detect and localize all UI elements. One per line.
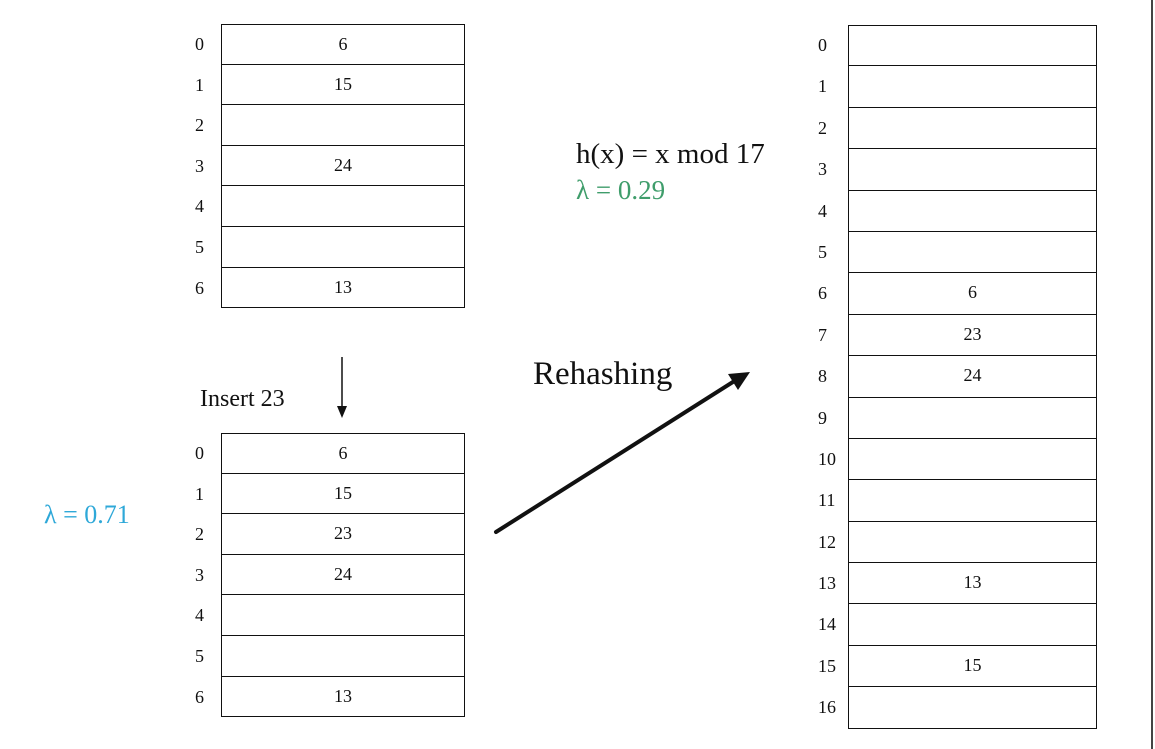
slot-cell <box>221 226 465 268</box>
slot-cell <box>221 105 465 146</box>
right-border-line <box>1151 0 1153 749</box>
slot-cell <box>848 521 1097 564</box>
slot-cell <box>848 480 1097 522</box>
load-factor-new-label: λ = 0.29 <box>576 175 666 205</box>
slot-index: 5 <box>818 241 827 262</box>
slot-index: 4 <box>818 200 827 221</box>
slot-index: 3 <box>818 159 827 180</box>
slot-index: 8 <box>818 366 827 387</box>
slot-cell <box>848 25 1097 67</box>
load-factor-old-label: λ = 0.71 <box>44 500 130 529</box>
slot-index: 4 <box>195 196 204 217</box>
slot-index: 1 <box>195 74 204 95</box>
slot-index: 0 <box>818 35 827 55</box>
slot-index: 12 <box>818 531 836 552</box>
slot-cell <box>848 604 1097 646</box>
slot-cell <box>848 66 1097 108</box>
slot-index: 9 <box>818 407 827 428</box>
slot-index: 5 <box>195 645 204 666</box>
slot-cell: 15 <box>221 473 465 515</box>
slot-index: 14 <box>818 614 836 635</box>
slot-cell <box>848 687 1097 729</box>
insert-label: Insert 23 <box>200 386 285 412</box>
slot-index: 2 <box>818 117 827 138</box>
slot-index: 1 <box>818 76 827 97</box>
slot-cell: 15 <box>848 645 1097 688</box>
slot-cell <box>221 595 465 636</box>
slot-cell: 23 <box>848 314 1097 357</box>
slot-index: 0 <box>195 443 204 463</box>
slot-cell <box>221 635 465 677</box>
slot-index: 6 <box>195 686 204 707</box>
slot-index: 7 <box>818 324 827 345</box>
slot-index: 5 <box>195 236 204 257</box>
slot-cell <box>848 397 1097 439</box>
slot-cell: 13 <box>848 563 1097 605</box>
rehashing-label: Rehashing <box>533 356 673 392</box>
slot-index: 16 <box>818 697 836 718</box>
slot-cell: 15 <box>221 64 465 106</box>
hash-function-label: h(x) = x mod 17 <box>576 138 765 170</box>
slot-cell: 6 <box>848 273 1097 315</box>
slot-index: 4 <box>195 605 204 626</box>
slot-index: 11 <box>818 490 836 511</box>
slot-index: 3 <box>195 155 204 176</box>
slot-index: 6 <box>818 283 827 304</box>
slot-index: 15 <box>818 655 836 676</box>
insert-arrow <box>337 357 347 418</box>
slot-cell: 6 <box>221 24 465 65</box>
slot-index: 0 <box>195 34 204 54</box>
slot-cell <box>848 438 1097 481</box>
slot-cell <box>848 107 1097 150</box>
slot-cell: 13 <box>221 676 465 718</box>
slot-cell <box>848 149 1097 191</box>
slot-index: 13 <box>818 573 836 594</box>
slot-cell <box>221 186 465 227</box>
slot-cell: 24 <box>848 356 1097 398</box>
slot-index: 10 <box>818 448 836 469</box>
slot-cell: 24 <box>221 554 465 596</box>
slot-cell: 13 <box>221 267 465 309</box>
slot-index: 6 <box>195 277 204 298</box>
slot-cell: 24 <box>221 145 465 187</box>
slot-cell <box>848 190 1097 232</box>
slot-index: 1 <box>195 483 204 504</box>
slot-cell <box>848 231 1097 274</box>
slot-index: 2 <box>195 115 204 136</box>
rehashing-arrow <box>494 372 750 534</box>
slot-index: 3 <box>195 564 204 585</box>
slot-cell: 6 <box>221 433 465 474</box>
slot-index: 2 <box>195 524 204 545</box>
slot-cell: 23 <box>221 514 465 555</box>
